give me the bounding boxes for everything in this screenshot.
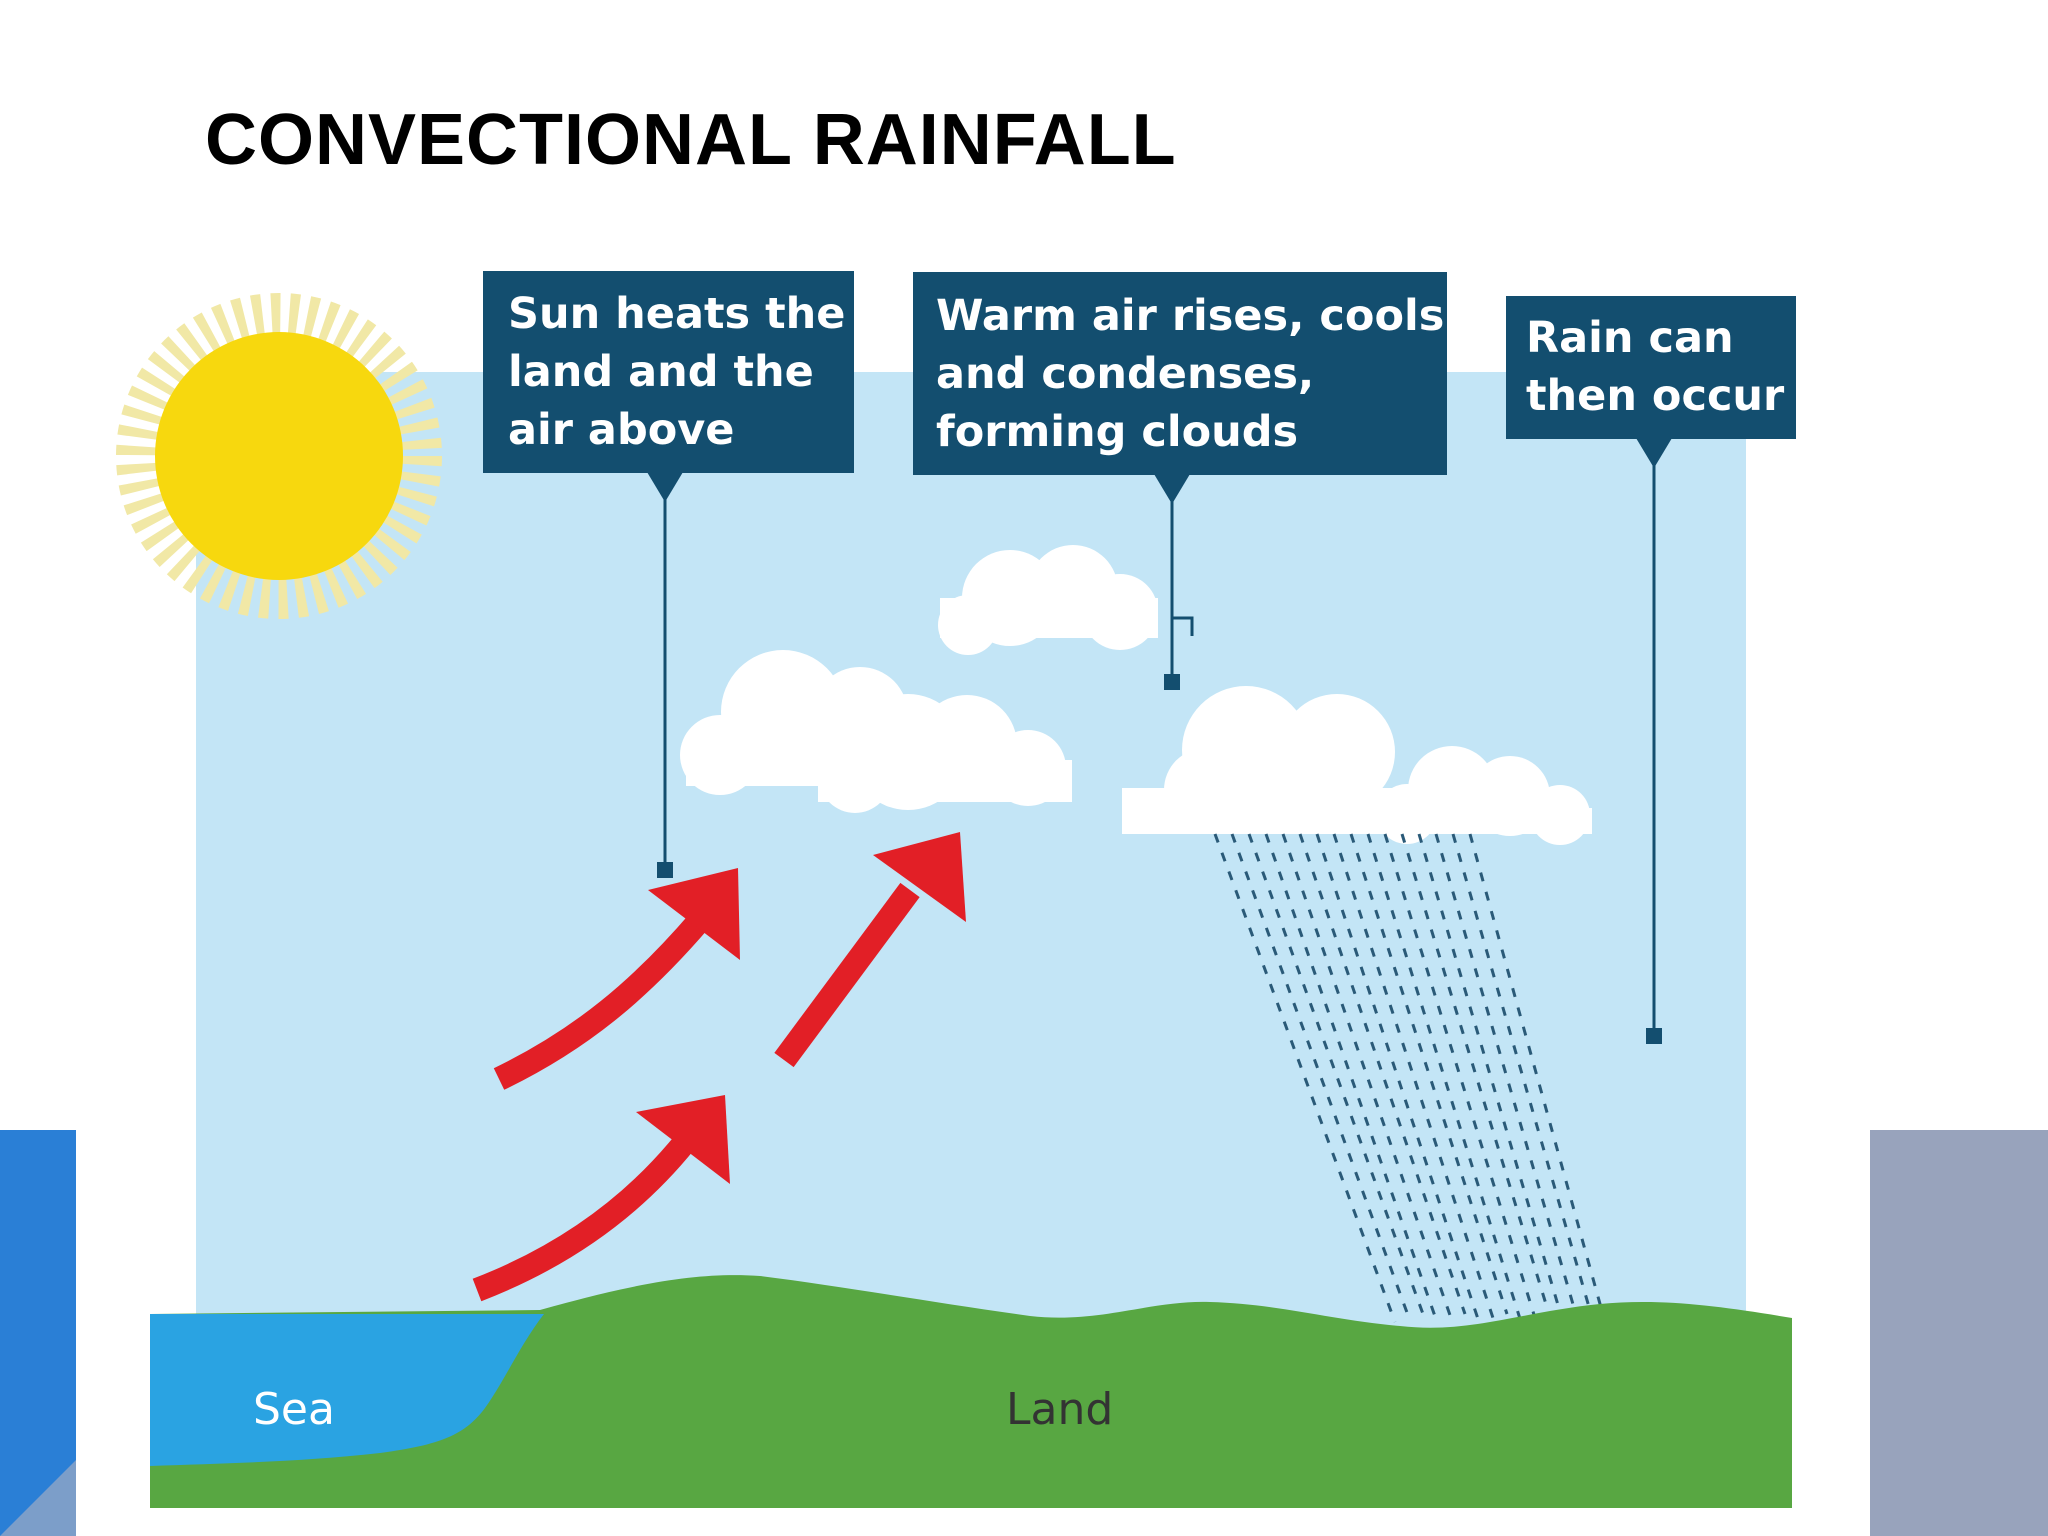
rain-streak (1383, 833, 1537, 1319)
cloud-icon (1377, 746, 1592, 845)
slide-title: CONVECTIONAL RAINFALL (205, 100, 1177, 180)
rising-air-arrow-icon (774, 832, 966, 1068)
rain-streak (1281, 833, 1453, 1319)
callout-sun-heats-line-2: land and the (508, 347, 814, 397)
sun-icon (116, 293, 442, 619)
rain-streak (1451, 833, 1593, 1315)
rain-streak (1298, 833, 1467, 1315)
rain-streak (1230, 833, 1411, 1319)
callout-rain-line-2: then occur (1526, 371, 1785, 421)
callout-rain-line-1: Rain can (1526, 313, 1734, 363)
cloud-icon (938, 545, 1158, 655)
callout-warm-air-line-2: and condenses, (936, 349, 1314, 399)
callout-warm-air-line-3: forming clouds (936, 407, 1298, 457)
cloud-icon (818, 694, 1072, 813)
land-area (150, 1275, 1792, 1508)
callout-sun-heats-line-1: Sun heats the (508, 289, 845, 339)
callout-sun-heats-line-3: air above (508, 405, 734, 455)
rain-streak (1366, 833, 1523, 1323)
rising-air-arrow-icon (493, 868, 740, 1090)
callout-rain: Rain can then occur (1506, 296, 1796, 1044)
rising-air-arrow-icon (472, 1095, 730, 1302)
callout-warm-air-line-1: Warm air rises, cools (936, 291, 1444, 341)
callout-sun-heats: Sun heats the land and the air above (483, 271, 854, 878)
rain-streak (1332, 833, 1495, 1319)
right-accent-block (1870, 1130, 2048, 1536)
rain-streak (1247, 833, 1425, 1315)
rain-streak (1315, 833, 1481, 1323)
rain-icon (1213, 833, 1607, 1323)
cloud-icon (1122, 686, 1418, 834)
rain-streak (1264, 833, 1439, 1323)
sky-background (196, 372, 1746, 1332)
rain-streak (1468, 833, 1607, 1323)
sea-label: Sea (253, 1384, 335, 1435)
rain-streak (1417, 833, 1565, 1323)
sea-area (150, 1314, 544, 1466)
left-accent-block (0, 1130, 76, 1536)
cloud-icon (680, 650, 942, 795)
rain-streak (1213, 833, 1397, 1323)
rain-streak (1434, 833, 1579, 1319)
callout-warm-air: Warm air rises, cools and condenses, for… (913, 272, 1447, 690)
land-label: Land (1006, 1384, 1113, 1435)
rain-streak (1349, 833, 1509, 1315)
rain-streak (1400, 833, 1551, 1315)
